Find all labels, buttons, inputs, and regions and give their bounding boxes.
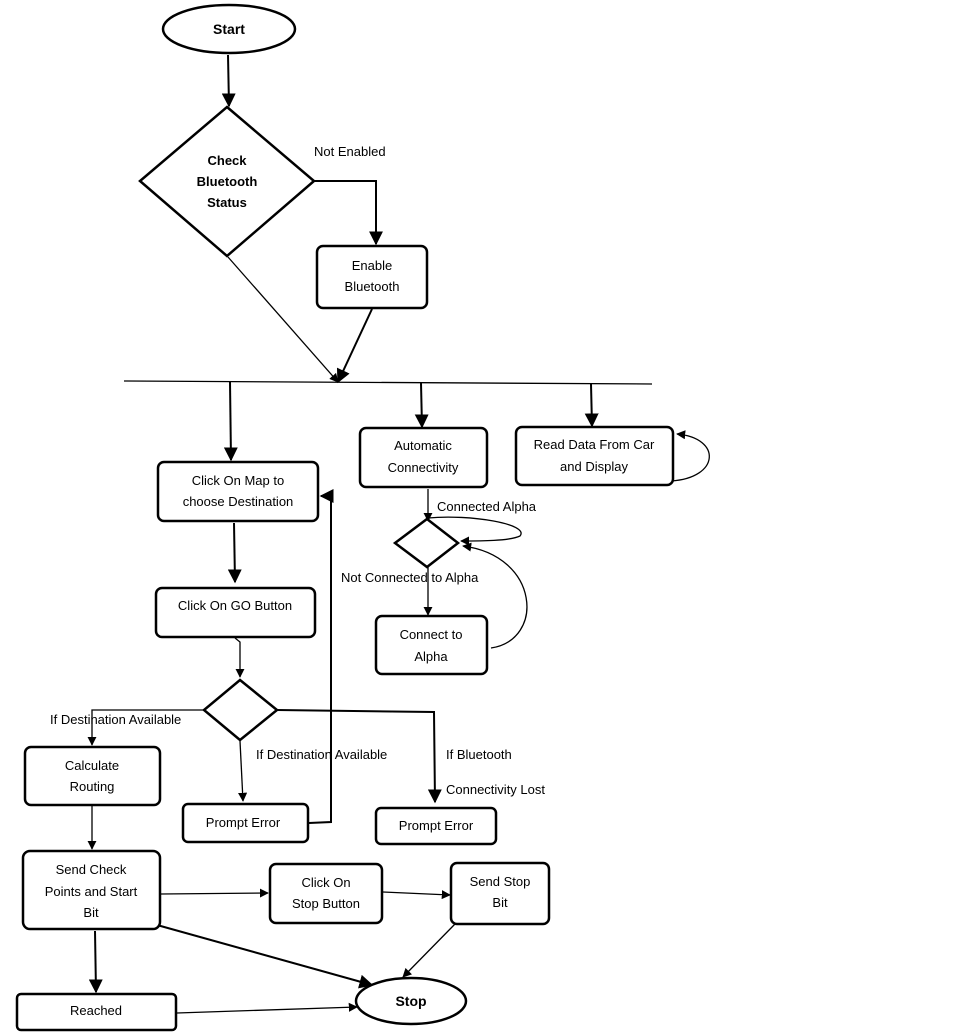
edge-fork-to-clickmap (223, 381, 238, 462)
svg-text:Click On: Click On (301, 875, 350, 890)
svg-text:Stop Button: Stop Button (292, 896, 360, 911)
svg-text:Connectivity: Connectivity (388, 460, 459, 475)
edge-clickmap-to-go (227, 522, 242, 584)
edge-reached-to-stop (176, 1002, 358, 1014)
svg-text:Bluetooth: Bluetooth (197, 174, 258, 189)
svg-text:Bluetooth: Bluetooth (345, 279, 400, 294)
svg-text:Alpha: Alpha (414, 649, 448, 664)
node-click-on-map: Click On Map to choose Destination (156, 460, 320, 523)
svg-text:and Display: and Display (560, 459, 628, 474)
node-reached: Reached (15, 992, 178, 1032)
node-read-data: Read Data From Car and Display (514, 425, 675, 487)
svg-text:Send Stop: Send Stop (470, 874, 531, 889)
svg-text:choose Destination: choose Destination (183, 494, 294, 509)
svg-text:Enable: Enable (352, 258, 392, 273)
edge-clickstop-to-sendstop (382, 890, 451, 900)
label-if-destination-available-right: If Destination Available (256, 747, 387, 762)
edge-connected-alpha-loop (427, 516, 522, 546)
svg-text:Prompt Error: Prompt Error (399, 818, 474, 833)
label-not-connected-alpha: Not Connected to Alpha (341, 570, 479, 585)
node-destination-decision (202, 678, 279, 742)
node-prompt-error-1: Prompt Error (181, 802, 310, 844)
node-connect-to-alpha: Connect to Alpha (374, 614, 489, 676)
svg-text:Click On GO Button: Click On GO Button (178, 598, 292, 613)
node-click-on-go: Click On GO Button (154, 586, 317, 639)
svg-text:Check: Check (207, 153, 247, 168)
svg-text:Reached: Reached (70, 1003, 122, 1018)
svg-text:Calculate: Calculate (65, 758, 119, 773)
edge-readdata-loop (670, 430, 710, 482)
label-not-enabled: Not Enabled (314, 144, 386, 159)
svg-text:Connect to: Connect to (400, 627, 463, 642)
node-stop: Stop (354, 976, 468, 1026)
edge-go-to-decision (234, 637, 245, 678)
svg-text:Status: Status (207, 195, 247, 210)
node-send-stop-bit: Send Stop Bit (449, 861, 551, 926)
svg-text:Routing: Routing (70, 779, 115, 794)
fork-bar (123, 380, 653, 385)
svg-text:Stop: Stop (395, 993, 426, 1009)
node-automatic-connectivity: Automatic Connectivity (358, 426, 489, 489)
node-enable-bluetooth: Enable Bluetooth (315, 244, 429, 310)
edge-sendstop-to-stop (402, 923, 456, 978)
svg-text:Automatic: Automatic (394, 438, 452, 453)
edge-check-to-fork (227, 256, 339, 383)
edge-fork-to-readdata (584, 383, 599, 428)
node-click-on-stop: Click On Stop Button (268, 862, 384, 925)
node-start-label: Start (213, 21, 245, 37)
node-start: Start (161, 3, 297, 55)
edge-send-to-clickstop (160, 888, 269, 898)
edge-decision-to-error2 (276, 709, 442, 804)
connectors (87, 54, 710, 1014)
edge-fork-to-autoconn (414, 382, 429, 429)
label-if-destination-available-left: If Destination Available (50, 712, 181, 727)
node-connected-decision (392, 517, 461, 569)
edge-check-to-enable (314, 180, 383, 246)
svg-text:Bit: Bit (83, 905, 99, 920)
edge-connect-to-diamond-loop (462, 542, 528, 649)
edge-labels: Not Enabled Connected Alpha Not Connecte… (50, 144, 545, 797)
svg-text:Send Check: Send Check (56, 862, 127, 877)
edge-decision-to-calc (87, 709, 204, 746)
node-prompt-error-2: Prompt Error (374, 806, 498, 846)
label-if-bluetooth: If Bluetooth (446, 747, 512, 762)
edge-error1-to-clickmap (308, 489, 334, 824)
svg-text:Bit: Bit (492, 895, 508, 910)
label-connected-alpha: Connected Alpha (437, 499, 537, 514)
node-send-checkpoints: Send Check Points and Start Bit (21, 849, 162, 931)
node-calculate-routing: Calculate Routing (23, 745, 162, 807)
edge-decision-to-error1 (238, 740, 248, 802)
node-check-bluetooth-status: Check Bluetooth Status (138, 105, 316, 258)
edge-enable-to-fork (336, 308, 373, 384)
svg-text:Prompt Error: Prompt Error (206, 815, 281, 830)
svg-text:Points and Start: Points and Start (45, 884, 138, 899)
edge-send-to-stop (156, 924, 374, 989)
svg-text:Click On Map to: Click On Map to (192, 473, 284, 488)
svg-text:Read Data From Car: Read Data From Car (534, 437, 655, 452)
label-connectivity-lost: Connectivity Lost (446, 782, 545, 797)
edge-send-to-reached (88, 930, 103, 994)
edge-start-to-check (221, 54, 236, 108)
